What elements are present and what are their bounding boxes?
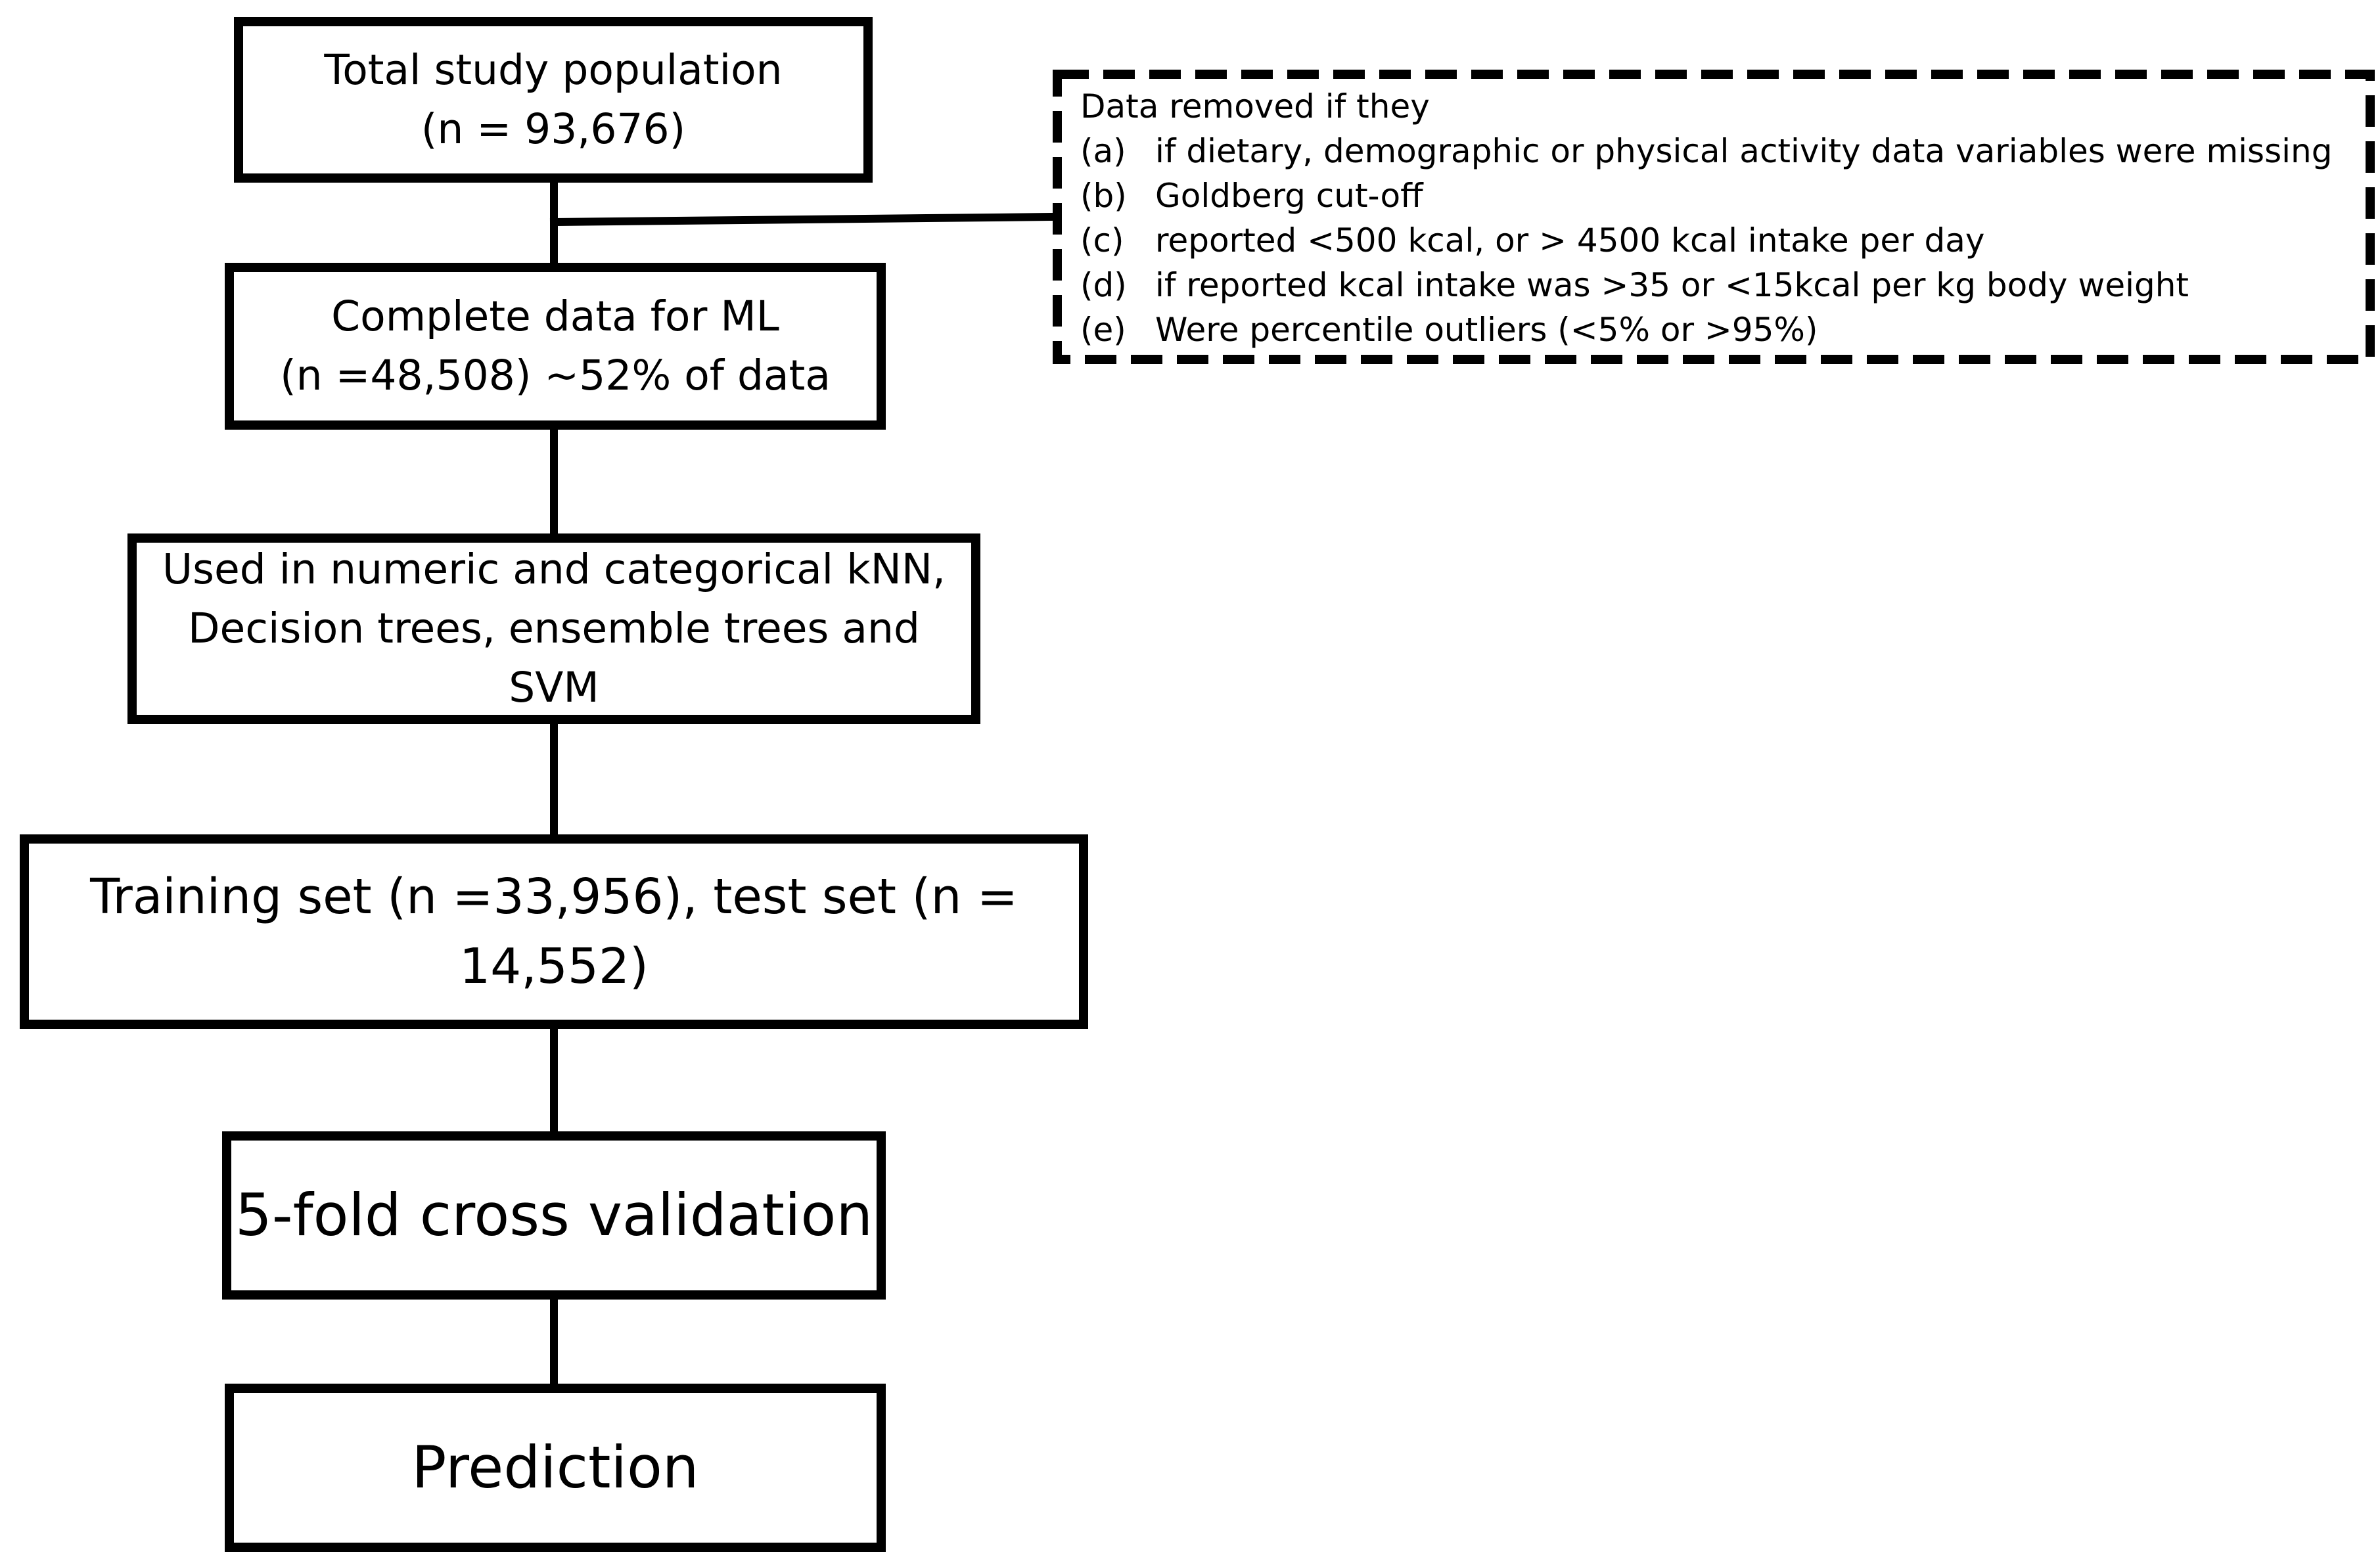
connector-to-exclusion [549,212,1059,227]
criterion-text: Goldberg cut-off [1155,177,1423,215]
exclusion-heading: Data removed if they [1080,87,1430,125]
box-line: Total study population [324,46,783,94]
criterion-item: (a) if dietary, demographic or physical … [1080,129,2348,173]
dashed-border [1053,70,2375,364]
criterion-marker: (a) [1080,132,1126,170]
box-line: Decision trees, ensemble trees and [188,604,920,652]
exclusion-criteria-box: Data removed if they (a) if dietary, dem… [1053,70,2375,364]
cross-validation-box: 5-fold cross validation [222,1131,886,1300]
criterion-text: if dietary, demographic or physical acti… [1155,132,2333,170]
criterion-text: reported <500 kcal, or > 4500 kcal intak… [1155,221,1985,260]
box-line: (n = 93,676) [421,105,686,153]
criterion-marker: (e) [1080,311,1126,349]
box-line: Training set (n =33,956), test set (n = [90,869,1018,925]
complete-data-box: Complete data for ML (n =48,508) ~52% of… [225,263,886,430]
box-line: Complete data for ML [331,292,779,340]
training-test-split-box: Training set (n =33,956), test set (n = … [20,834,1088,1029]
criterion-item: (e) Were percentile outliers (<5% or >95… [1080,307,2348,352]
prediction-box: Prediction [225,1384,886,1552]
criterion-marker: (c) [1080,221,1124,260]
models-used-box: Used in numeric and categorical kNN, Dec… [127,533,980,724]
box-line: SVM [509,664,599,712]
exclusion-content: Data removed if they (a) if dietary, dem… [1080,84,2348,352]
box-line: 5-fold cross validation [235,1181,873,1249]
total-study-population-box: Total study population (n = 93,676) [234,17,873,183]
box-line: 14,552) [459,938,649,995]
criterion-item: (b) Goldberg cut-off [1080,173,2348,218]
criterion-text: if reported kcal intake was >35 or <15kc… [1155,266,2189,304]
criterion-marker: (b) [1080,177,1127,215]
box-line: Used in numeric and categorical kNN, [162,545,946,593]
criterion-text: Were percentile outliers (<5% or >95%) [1155,311,1818,349]
criterion-item: (c) reported <500 kcal, or > 4500 kcal i… [1080,218,2348,263]
criterion-marker: (d) [1080,266,1127,304]
criterion-item: (d) if reported kcal intake was >35 or <… [1080,263,2348,307]
box-line: (n =48,508) ~52% of data [280,351,831,399]
box-line: Prediction [411,1434,699,1501]
